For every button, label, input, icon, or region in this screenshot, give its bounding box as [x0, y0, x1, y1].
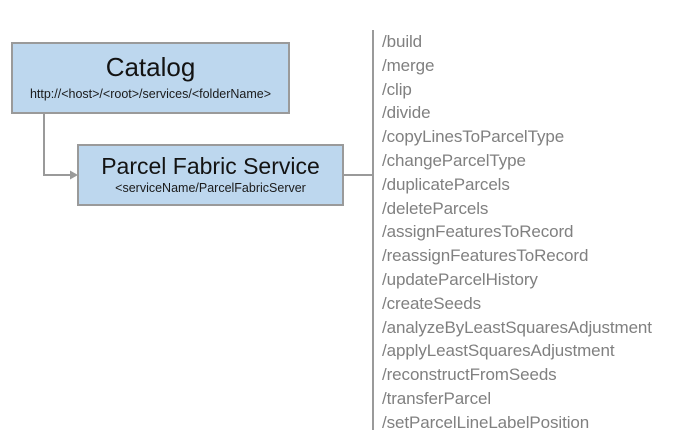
operation-item[interactable]: /changeParcelType: [382, 150, 526, 170]
operation-item[interactable]: /deleteParcels: [382, 198, 489, 218]
node-parcel-fabric-service-subtitle: <serviceName/ParcelFabricServer: [115, 181, 306, 196]
operation-item[interactable]: /assignFeaturesToRecord: [382, 222, 574, 242]
node-catalog[interactable]: Catalog http://<host>/<root>/services/<f…: [11, 42, 290, 114]
node-parcel-fabric-service[interactable]: Parcel Fabric Service <serviceName/Parce…: [77, 144, 344, 206]
node-catalog-subtitle: http://<host>/<root>/services/<folderNam…: [29, 86, 272, 101]
operation-item[interactable]: /setParcelLineLabelPosition: [382, 412, 590, 432]
operations-panel: /build /merge /clip /divide /copyLinesTo…: [372, 30, 652, 432]
operation-item[interactable]: /divide: [382, 103, 431, 123]
operation-item[interactable]: /reassignFeaturesToRecord: [382, 246, 589, 266]
operation-item[interactable]: /reconstructFromSeeds: [382, 365, 557, 385]
node-parcel-fabric-service-title: Parcel Fabric Service: [101, 153, 320, 180]
node-catalog-title: Catalog: [105, 52, 196, 83]
operation-item[interactable]: /createSeeds: [382, 293, 481, 313]
connector-catalog-to-service: [43, 114, 78, 180]
operation-item[interactable]: /merge: [382, 55, 435, 75]
operation-item[interactable]: /analyzeByLeastSquaresAdjustment: [382, 317, 652, 337]
operation-item[interactable]: /applyLeastSquaresAdjustment: [382, 341, 615, 361]
operation-item[interactable]: /duplicateParcels: [382, 174, 510, 194]
operation-item[interactable]: /copyLinesToParcelType: [382, 127, 565, 147]
operation-item[interactable]: /build: [382, 32, 423, 51]
operation-item[interactable]: /clip: [382, 79, 412, 99]
operation-item[interactable]: /updateParcelHistory: [382, 269, 538, 289]
operation-item[interactable]: /transferParcel: [382, 388, 492, 408]
